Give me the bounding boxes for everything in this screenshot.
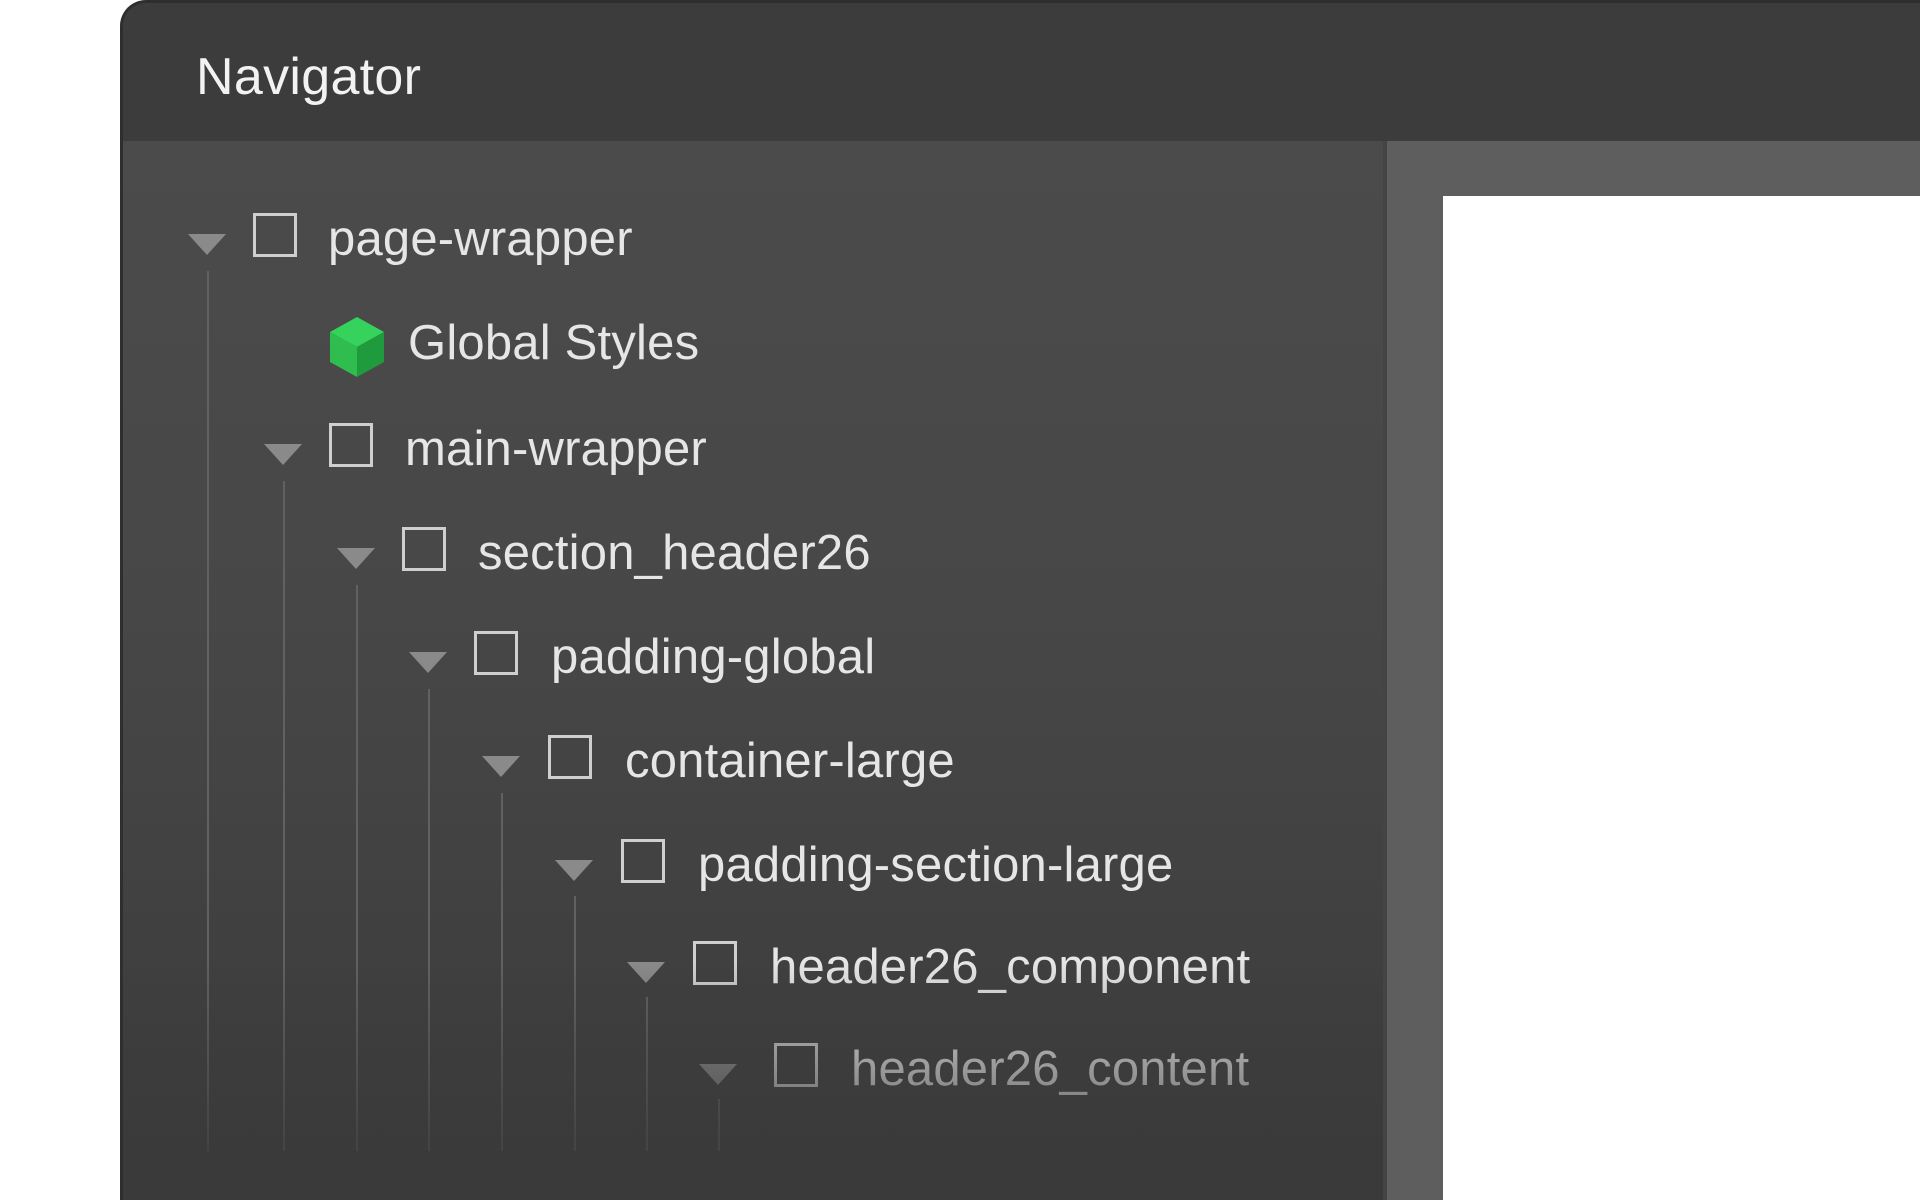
chevron-down-icon[interactable] <box>555 860 593 881</box>
chevron-down-icon[interactable] <box>409 652 447 673</box>
box-outline-icon <box>621 839 665 883</box>
tree-item-main-wrapper[interactable]: main-wrapper <box>123 413 1323 483</box>
navigator-window: Navigator page-wrapper <box>120 0 1920 1200</box>
navigator-title: Navigator <box>196 48 422 106</box>
box-outline-icon <box>253 213 297 257</box>
box-outline-icon <box>329 423 373 467</box>
cube-icon <box>330 317 384 377</box>
tree-item-label: section_header26 <box>478 526 871 580</box>
tree-item-container-large[interactable]: container-large <box>123 725 1323 795</box>
box-outline-icon <box>474 631 518 675</box>
tree-item-label: header26_content <box>851 1042 1250 1096</box>
tree-item-header26-component[interactable]: header26_component <box>123 931 1323 1001</box>
box-outline-icon <box>693 941 737 985</box>
tree-guide-line <box>283 481 285 1151</box>
chevron-down-icon[interactable] <box>264 444 302 465</box>
navigator-titlebar: Navigator <box>123 3 1920 141</box>
tree-guide-line <box>207 271 209 1151</box>
tree-item-label: padding-section-large <box>698 838 1174 892</box>
design-canvas[interactable] <box>1443 196 1920 1200</box>
chevron-down-icon[interactable] <box>482 756 520 777</box>
tree-item-padding-global[interactable]: padding-global <box>123 621 1323 691</box>
chevron-down-icon[interactable] <box>627 962 665 983</box>
tree-item-padding-section-large[interactable]: padding-section-large <box>123 829 1323 899</box>
tree-item-label: container-large <box>625 734 955 788</box>
tree-item-section-header26[interactable]: section_header26 <box>123 517 1323 587</box>
tree-item-label: Global Styles <box>408 316 700 370</box>
box-outline-icon <box>402 527 446 571</box>
tree-item-label: padding-global <box>551 630 876 684</box>
tree-guide-line <box>718 1099 720 1151</box>
tree-guide-line <box>428 689 430 1151</box>
tree-item-label: header26_component <box>770 940 1251 994</box>
chevron-down-icon[interactable] <box>699 1064 737 1085</box>
box-outline-icon <box>774 1043 818 1087</box>
panel-divider[interactable] <box>1383 141 1387 1200</box>
navigator-panel: page-wrapper Global Styles main-wrapper <box>123 141 1383 1200</box>
tree-item-label: main-wrapper <box>405 422 707 476</box>
tree-item-header26-content[interactable]: header26_content <box>123 1033 1323 1103</box>
element-tree: page-wrapper Global Styles main-wrapper <box>123 141 1383 1200</box>
tree-item-label: page-wrapper <box>328 212 633 266</box>
tree-item-page-wrapper[interactable]: page-wrapper <box>123 203 1323 273</box>
tree-guide-line <box>356 585 358 1151</box>
chevron-down-icon[interactable] <box>188 234 226 255</box>
tree-item-global-styles[interactable]: Global Styles <box>123 307 1323 377</box>
chevron-down-icon[interactable] <box>337 548 375 569</box>
box-outline-icon <box>548 735 592 779</box>
